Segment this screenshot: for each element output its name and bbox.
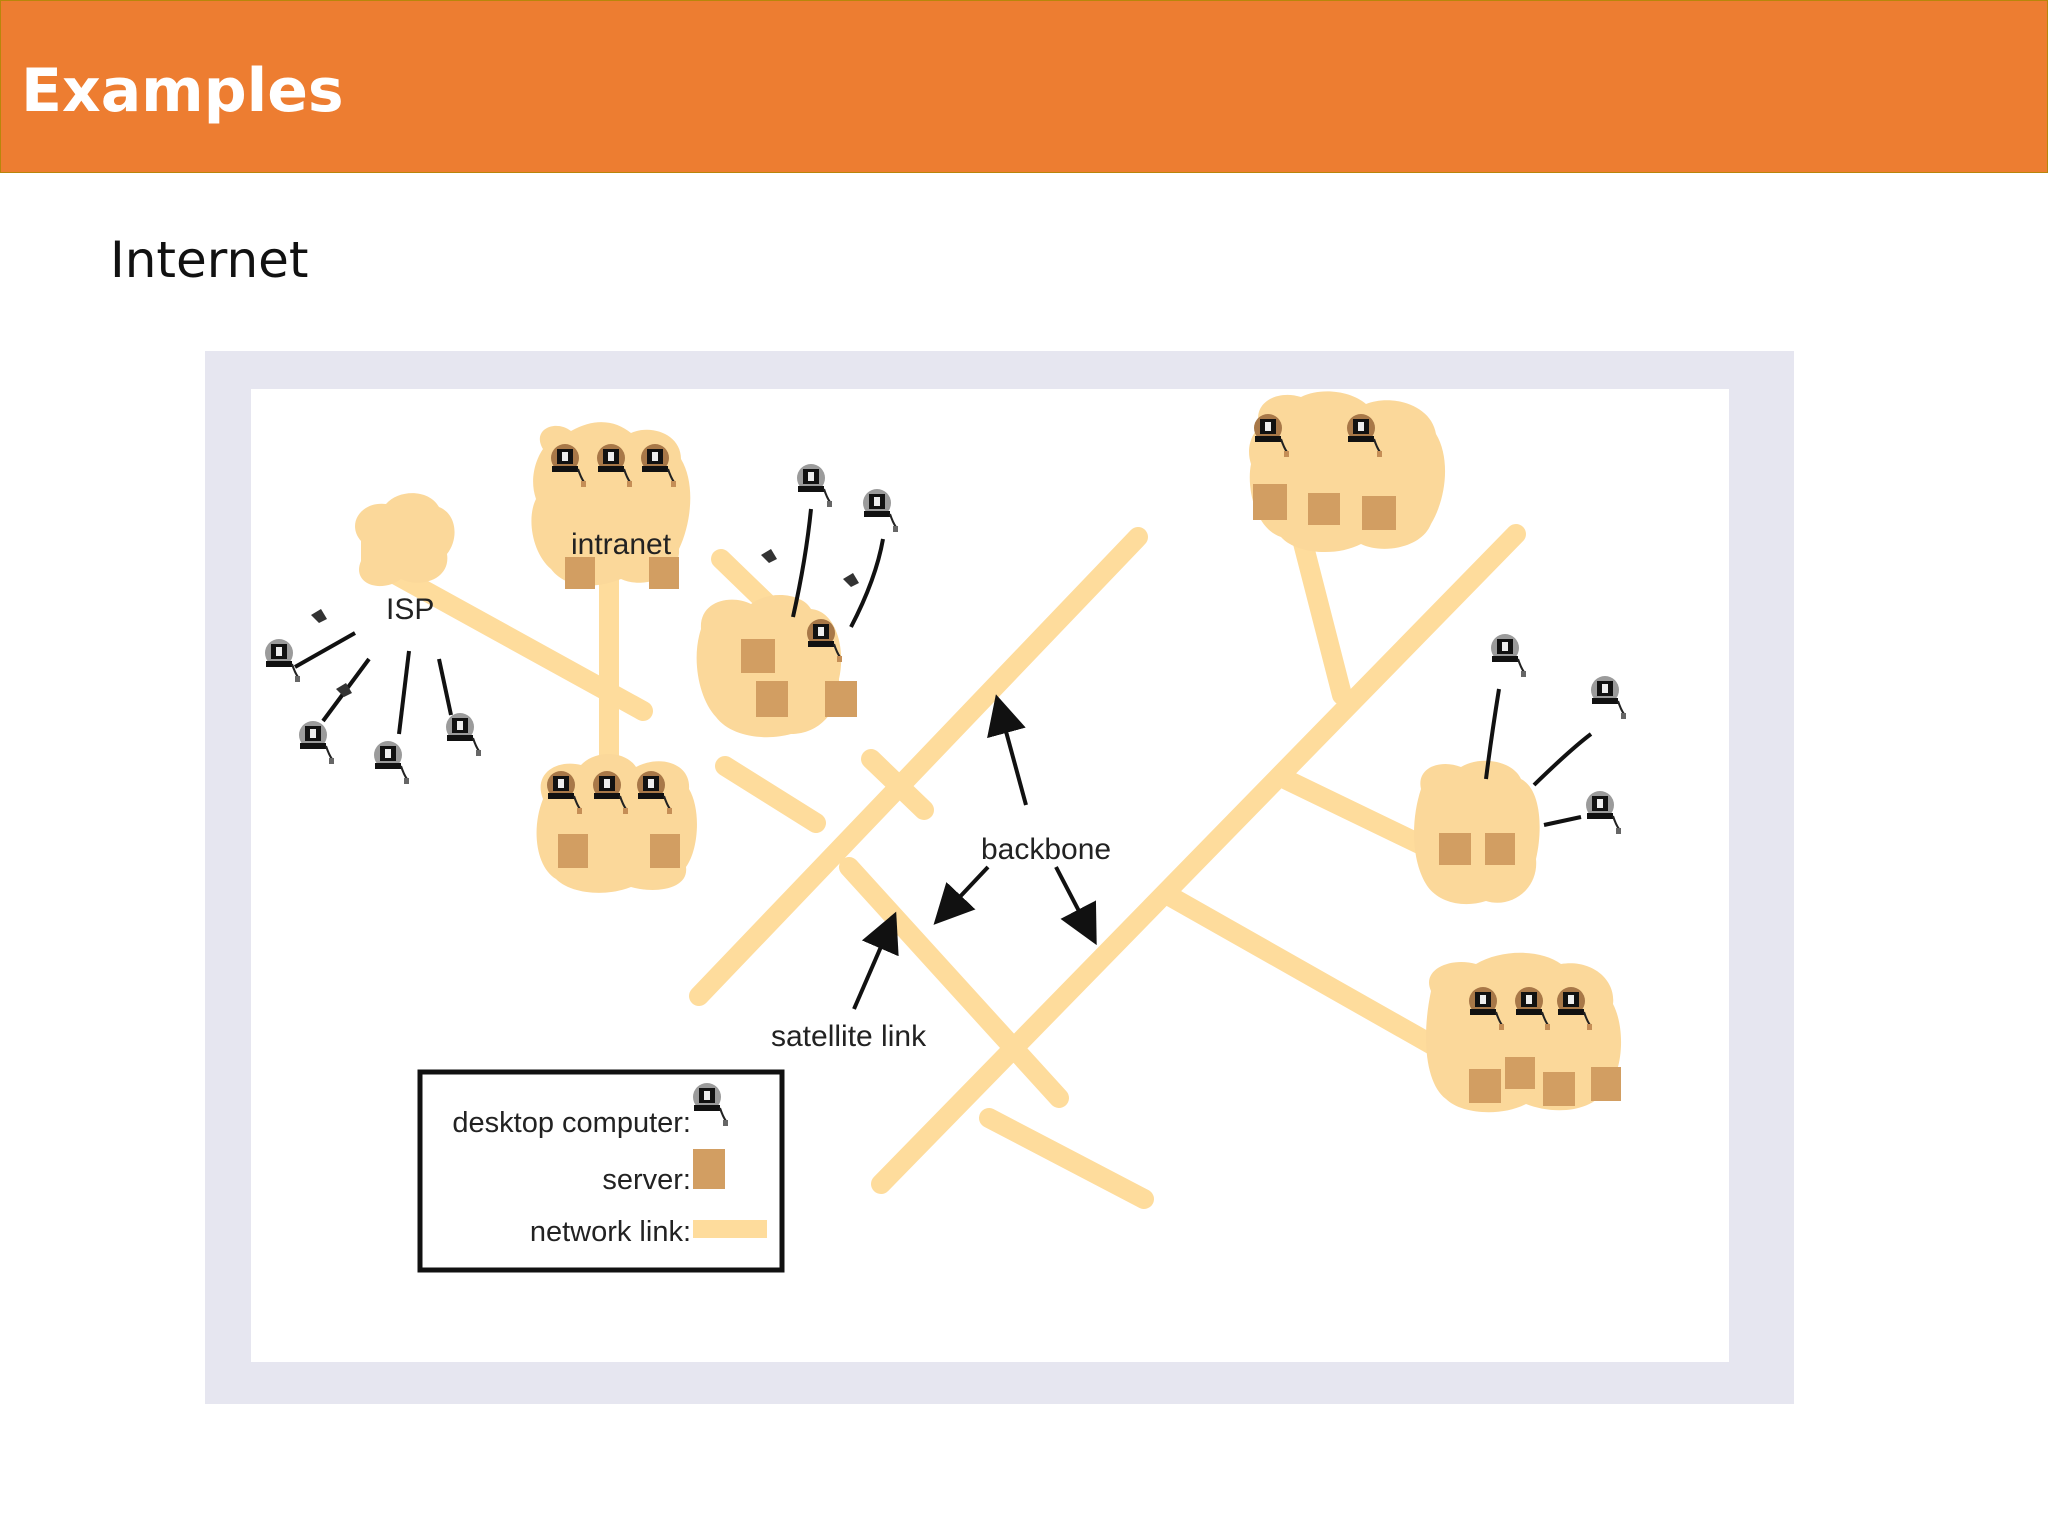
annotation-arrows bbox=[852, 694, 1097, 1010]
server-icon bbox=[1469, 1069, 1501, 1103]
slide-header: Examples bbox=[0, 0, 2048, 173]
server-icon bbox=[565, 557, 595, 589]
signal-marks bbox=[311, 549, 859, 697]
server-icon bbox=[1439, 833, 1471, 865]
desktop-computer-icon bbox=[264, 638, 301, 683]
legend-link-swatch bbox=[693, 1220, 767, 1238]
desktop-computer-icon bbox=[796, 463, 833, 508]
server-icon bbox=[1362, 496, 1396, 530]
diagram-frame: ISP intranet backbone satellite link des… bbox=[205, 351, 1794, 1404]
legend-desktop-label: desktop computer: bbox=[452, 1107, 691, 1139]
isp-cloud bbox=[355, 493, 455, 587]
slide-subtitle: Internet bbox=[110, 231, 309, 289]
server-icon bbox=[1543, 1072, 1575, 1106]
desktop-computer-icon bbox=[298, 720, 335, 765]
desktop-computer-icon bbox=[862, 488, 899, 533]
server-icon bbox=[741, 639, 775, 673]
server-icon bbox=[1485, 833, 1515, 865]
server-icon bbox=[649, 557, 679, 589]
internet-diagram: ISP intranet backbone satellite link des… bbox=[264, 391, 1627, 1273]
server-icon bbox=[1253, 484, 1287, 520]
legend-server-label: server: bbox=[602, 1164, 691, 1196]
diagram-canvas: ISP intranet backbone satellite link des… bbox=[251, 389, 1729, 1362]
server-icon bbox=[1591, 1067, 1621, 1101]
intranet-label: intranet bbox=[571, 528, 672, 561]
server-cloud-right bbox=[1414, 760, 1540, 905]
desktop-computer-icon bbox=[373, 740, 410, 785]
legend-network-link-label: network link: bbox=[530, 1216, 691, 1248]
legend-server-icon bbox=[693, 1149, 725, 1189]
server-icon bbox=[825, 681, 857, 717]
network-links bbox=[361, 524, 1526, 1209]
arrow-icon bbox=[1054, 866, 1097, 946]
arrow-icon bbox=[987, 694, 1028, 806]
desktop-computer-icon bbox=[1585, 790, 1622, 835]
legend: desktop computer: server: network link: bbox=[417, 1069, 785, 1273]
satellite-link-label: satellite link bbox=[771, 1020, 927, 1053]
desktop-computer-icon bbox=[1490, 633, 1527, 678]
server-icon bbox=[1308, 493, 1340, 525]
backbone-label: backbone bbox=[981, 833, 1111, 866]
arrow-icon bbox=[852, 911, 899, 1010]
workgroup-cloud-top-right bbox=[1249, 391, 1446, 553]
slide-title: Examples bbox=[21, 56, 344, 126]
server-icon bbox=[1505, 1057, 1535, 1089]
server-icon bbox=[650, 834, 680, 868]
desktop-computer-icon bbox=[1590, 675, 1627, 720]
server-icon bbox=[558, 834, 588, 868]
desktop-computer-icon bbox=[445, 712, 482, 757]
network-clouds bbox=[355, 391, 1622, 1113]
servers bbox=[558, 484, 1621, 1106]
isp-label: ISP bbox=[386, 593, 434, 626]
server-icon bbox=[756, 681, 788, 717]
arrow-icon bbox=[933, 865, 990, 925]
